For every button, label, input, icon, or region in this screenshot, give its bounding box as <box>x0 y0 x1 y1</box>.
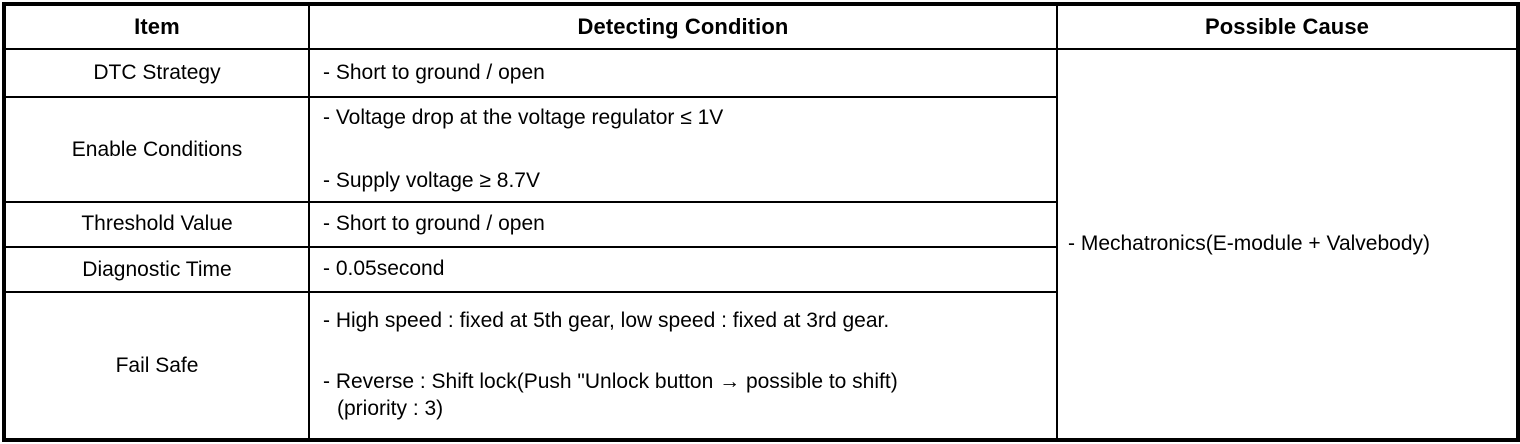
row-condition-fail-safe: - High speed : fixed at 5th gear, low sp… <box>308 291 1058 440</box>
table-row: Fail Safe - High speed : fixed at 5th ge… <box>4 291 1517 440</box>
row-condition-diagnostic-time: - 0.05second <box>308 246 1058 294</box>
row-label-dtc-strategy: DTC Strategy <box>4 48 310 99</box>
row-condition-threshold-value: - Short to ground / open <box>308 200 1058 249</box>
condition-continuation-line: (priority : 3) <box>337 396 444 420</box>
condition-line: - Supply voltage ≥ 8.7V <box>323 168 540 192</box>
row-condition-dtc-strategy: - Short to ground / open <box>308 48 1058 99</box>
row-label-threshold-value: Threshold Value <box>4 200 310 249</box>
row-condition-enable-conditions: - Voltage drop at the voltage regulator … <box>308 96 1058 203</box>
condition-line: - Reverse : Shift lock(Push "Unlock butt… <box>323 370 898 393</box>
column-header-item: Item <box>4 3 310 51</box>
row-label-diagnostic-time: Diagnostic Time <box>4 246 310 294</box>
table-row: Threshold Value - Short to ground / open <box>4 200 1517 249</box>
table-header-row: Item Detecting Condition Possible Cause <box>4 3 1518 51</box>
row-label-enable-conditions: Enable Conditions <box>4 96 310 203</box>
condition-line: - Short to ground / open <box>323 212 545 236</box>
row-label-fail-safe: Fail Safe <box>4 291 310 440</box>
condition-line: - High speed : fixed at 5th gear, low sp… <box>323 309 890 333</box>
possible-cause-cell: - Mechatronics(E-module + Valvebody) <box>1056 48 1518 440</box>
condition-line: - 0.05second <box>323 257 445 281</box>
column-header-detecting-condition: Detecting Condition <box>308 3 1058 51</box>
table-row: Enable Conditions - Voltage drop at the … <box>4 96 1517 203</box>
table-row: DTC Strategy - Short to ground / open - … <box>4 48 1518 440</box>
condition-line: - Short to ground / open <box>323 60 545 84</box>
condition-line: - Voltage drop at the voltage regulator … <box>323 105 724 129</box>
column-header-possible-cause: Possible Cause <box>1056 3 1518 51</box>
table-row: Diagnostic Time - 0.05second <box>4 246 1517 294</box>
